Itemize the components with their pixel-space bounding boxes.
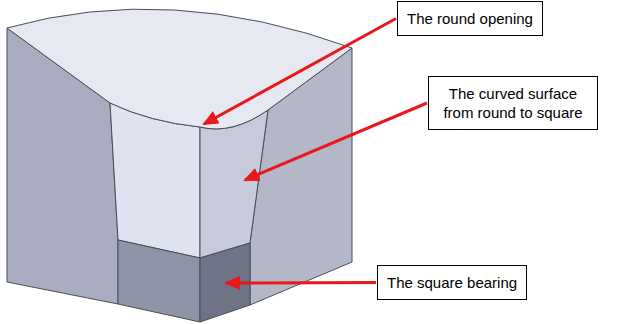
- callout-box: The square bearing: [377, 265, 527, 300]
- leader-arrow: [245, 103, 427, 180]
- funnel-left-face: [110, 103, 200, 258]
- funnel-right-face: [200, 110, 268, 258]
- callout-text: The curved surface from round to square: [438, 84, 588, 122]
- leader-lines: [204, 19, 427, 284]
- callout-text: The round opening: [407, 9, 533, 28]
- top-face: [7, 9, 352, 129]
- leader-arrow: [226, 281, 376, 285]
- bearing-left-face: [118, 240, 200, 322]
- callout-text: The square bearing: [387, 273, 517, 292]
- callout-box: The round opening: [397, 1, 543, 36]
- callout-box: The curved surface from round to square: [428, 76, 598, 130]
- leader-arrow: [204, 19, 396, 125]
